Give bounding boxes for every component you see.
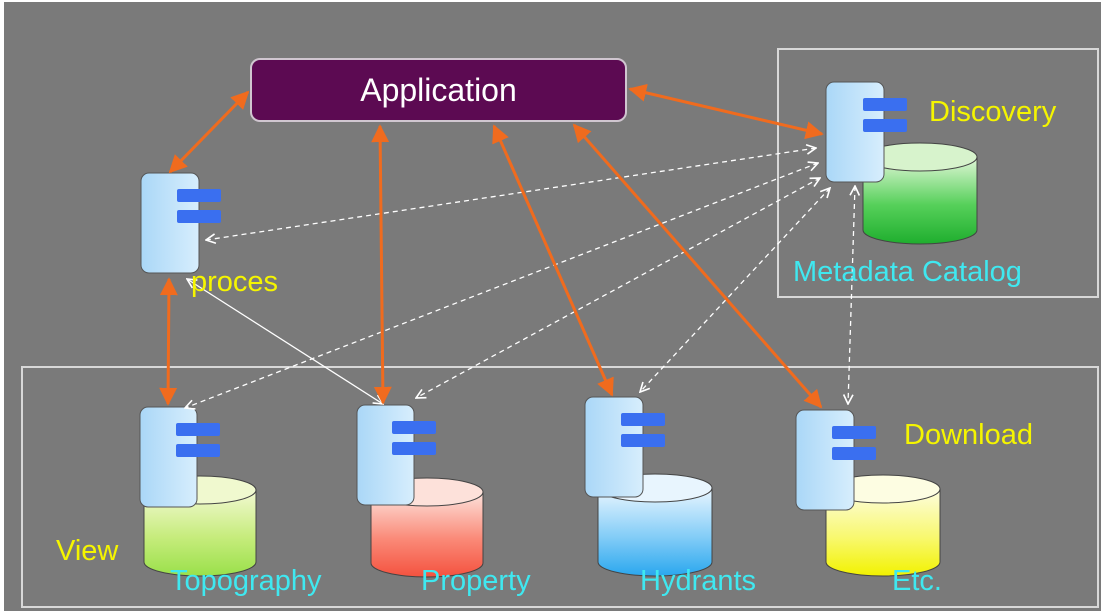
- white-connector: [187, 279, 383, 404]
- topography-label: Topography: [170, 565, 322, 597]
- discovery-label: Discovery: [929, 96, 1057, 128]
- service-component-icon: [795, 409, 876, 511]
- service-component-icon: [139, 406, 220, 508]
- view-label: View: [56, 535, 119, 567]
- service-component-icon: [356, 404, 436, 506]
- orange-connectors: [159, 83, 824, 409]
- application-box: Application: [250, 58, 627, 122]
- property-label: Property: [421, 565, 531, 597]
- service-component-icon: [825, 81, 907, 183]
- etc-label: Etc.: [892, 565, 942, 597]
- hydrants-label: Hydrants: [640, 565, 757, 597]
- metadata-catalog-label: Metadata Catalog: [793, 256, 1022, 288]
- database-cylinder-icon: [862, 142, 978, 245]
- service-component-icon: [584, 396, 665, 498]
- database-cylinder-icon: [143, 475, 257, 577]
- download-label: Download: [904, 419, 1033, 451]
- application-label: Application: [360, 71, 517, 108]
- process-label: proces: [191, 266, 279, 298]
